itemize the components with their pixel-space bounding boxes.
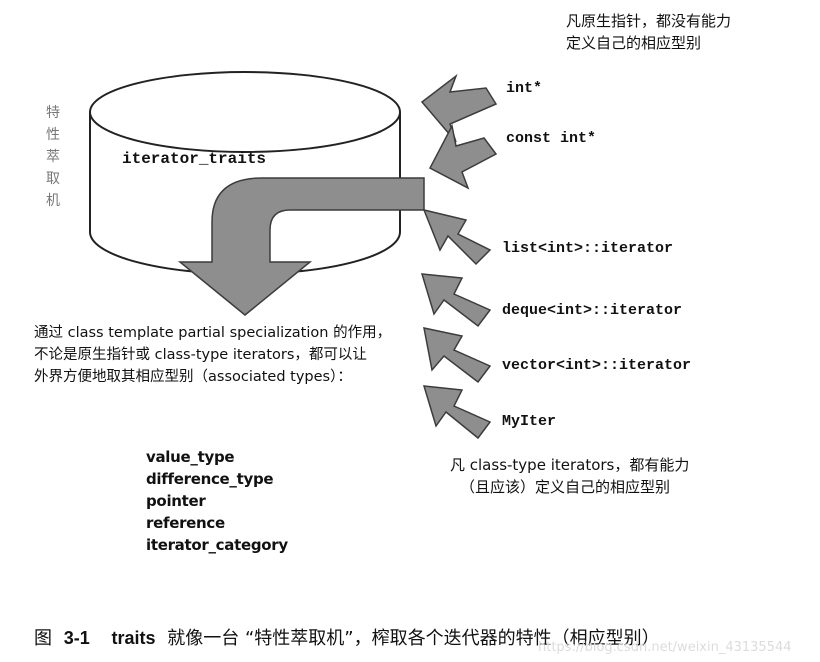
input-arrows [420,73,498,440]
caption-text: 就像一台 “特性萃取机”，榨取各个迭代器的特性（相应型别） [167,628,660,649]
vertical-label-char: 特 [46,105,60,121]
note-middle-left: 通过 class template partial specialization… [34,322,391,388]
input-arrow-myiter [422,385,492,440]
associated-type: iterator_category [146,536,288,554]
note-line: 凡原生指针，都没有能力 [566,12,732,30]
input-label-int-ptr: int* [506,80,543,97]
note-line: 不论是原生指针或 class-type iterators，都可以让 [34,347,367,363]
input-arrow-const-int-ptr [428,123,498,190]
associated-type: reference [146,514,225,532]
note-line: 外界方便地取其相应型别（associated types）： [34,369,352,385]
associated-type: difference_type [146,470,274,488]
input-arrow-list [422,208,492,266]
vertical-label: 特 性 萃 取 机 [46,102,60,212]
caption-keyword: traits [111,628,156,648]
vertical-label-char: 性 [46,127,60,143]
associated-type: value_type [146,448,235,466]
note-line: 定义自己的相应型别 [566,34,702,52]
note-top-right: 凡原生指针，都没有能力 定义自己的相应型别 [566,10,731,54]
vertical-label-char: 萃 [46,149,60,165]
input-arrow-deque [420,273,492,328]
cylinder-top [89,71,401,153]
associated-type: pointer [146,492,206,510]
input-arrow-int-ptr [420,73,498,143]
vertical-label-char: 取 [46,171,60,187]
watermark: https://blog.csdn.net/weixin_43135544 [538,640,792,655]
input-label-const-int-ptr: const int* [506,130,597,147]
note-bottom-right: 凡 class-type iterators，都有能力 （且应该）定义自己的相应… [450,454,689,498]
note-line: （且应该）定义自己的相应型别 [460,478,671,496]
output-arrow [177,177,425,316]
figure-caption: 图 3-1 traits 就像一台 “特性萃取机”，榨取各个迭代器的特性（相应型… [34,624,660,650]
caption-number: 3-1 [63,628,90,648]
cylinder-label: iterator_traits [122,150,267,168]
associated-types-list: value_type difference_type pointer refer… [146,446,288,556]
vertical-label-char: 机 [46,193,60,209]
input-label-myiter: MyIter [502,413,557,430]
input-label-vector: vector<int>::iterator [502,357,692,374]
note-line: 通过 class template partial specialization… [34,325,392,341]
note-line: 凡 class-type iterators，都有能力 [450,456,690,474]
input-arrow-vector [423,327,492,384]
input-label-deque: deque<int>::iterator [502,302,683,319]
caption-prefix: 图 [34,628,52,649]
input-label-list: list<int>::iterator [502,240,674,257]
